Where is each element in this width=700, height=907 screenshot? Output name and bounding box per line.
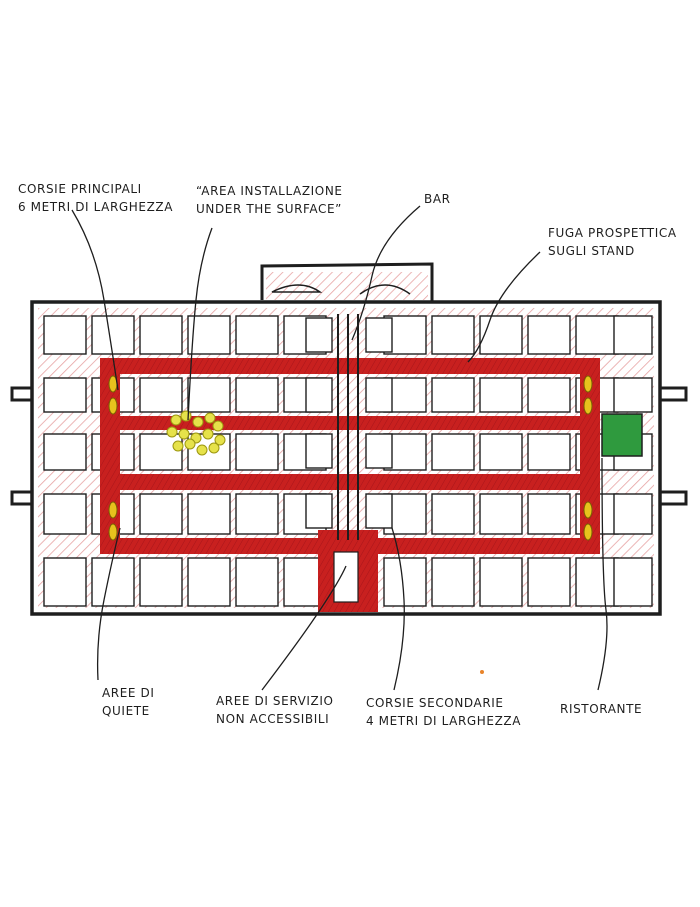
service-block: [305, 433, 333, 469]
installation-dot: [184, 438, 196, 450]
stand-block: [527, 493, 571, 535]
service-block: [305, 317, 333, 353]
stand-block: [187, 493, 231, 535]
stand-block: [613, 377, 653, 413]
label-corsie-secondarie: Corsie secondarie 4 metri di larghezza: [366, 696, 522, 728]
stand-block: [235, 557, 279, 607]
hall-notch-right: [660, 386, 688, 506]
orange-dot: [480, 670, 484, 674]
stand-block: [613, 315, 653, 355]
stand-block: [139, 493, 183, 535]
label-aree-quiete: Aree di quiete: [102, 686, 155, 718]
stand-block: [479, 377, 523, 413]
installation-dot: [172, 440, 184, 452]
service-block: [365, 317, 393, 353]
installation-dot: [166, 426, 178, 438]
stand-block: [139, 557, 183, 607]
installation-dot: [208, 442, 220, 454]
stand-block: [187, 377, 231, 413]
stand-block: [613, 557, 653, 607]
stand-block: [43, 557, 87, 607]
stand-block: [527, 433, 571, 471]
service-strip: [337, 314, 359, 540]
label-aree-servizio: Aree di servizio non accessibili: [216, 694, 334, 726]
stand-block: [383, 557, 427, 607]
label-area-installazione: “Area installazione under the surface”: [196, 184, 343, 216]
installation-dot: [214, 434, 226, 446]
stand-block: [43, 377, 87, 413]
restaurant-block: [601, 413, 643, 457]
stand-block: [43, 433, 87, 471]
label-bar: Bar: [424, 192, 451, 206]
stand-block: [575, 557, 619, 607]
stand-block: [479, 433, 523, 471]
installation-dot: [180, 410, 192, 422]
stand-block: [575, 315, 619, 355]
stand-block: [91, 557, 135, 607]
stand-block: [479, 557, 523, 607]
stand-block: [43, 315, 87, 355]
stand-block: [235, 377, 279, 413]
installation-dot: [202, 428, 214, 440]
stand-block: [43, 493, 87, 535]
leader-lines: [71, 205, 608, 691]
stand-block: [91, 315, 135, 355]
installation-dot: [212, 420, 224, 432]
stand-block: [235, 493, 279, 535]
stand-block: [431, 377, 475, 413]
stand-block: [527, 557, 571, 607]
stand-block: [479, 315, 523, 355]
label-ristorante: Ristorante: [560, 702, 643, 716]
service-block: [365, 433, 393, 469]
stand-block: [431, 493, 475, 535]
stand-block: [187, 557, 231, 607]
stand-block: [139, 433, 183, 471]
installation-area: [166, 410, 226, 456]
stand-block: [187, 315, 231, 355]
stand-blocks: [43, 315, 653, 607]
stand-block: [139, 377, 183, 413]
hall-notch-left: [10, 386, 32, 506]
stand-block: [431, 433, 475, 471]
stand-block: [235, 433, 279, 471]
stand-block: [479, 493, 523, 535]
stand-block: [431, 557, 475, 607]
stand-block: [613, 493, 653, 535]
stand-block: [527, 315, 571, 355]
service-block: [365, 377, 393, 413]
service-block: [305, 377, 333, 413]
installation-dot: [196, 444, 208, 456]
stand-block: [139, 315, 183, 355]
installation-dot: [170, 414, 182, 426]
label-fuga-prospettica: Fuga prospettica sugli stand: [548, 226, 677, 258]
bar-annex: [260, 262, 434, 302]
stand-block: [431, 315, 475, 355]
installation-dot: [204, 412, 216, 424]
quiet-areas: [108, 375, 593, 541]
service-block: [365, 493, 393, 529]
installation-dot: [192, 416, 204, 428]
installation-dot: [178, 428, 190, 440]
stand-block: [235, 315, 279, 355]
service-block: [305, 493, 333, 529]
stand-block: [527, 377, 571, 413]
label-corsie-principali: Corsie principali 6 metri di larghezza: [18, 182, 174, 214]
